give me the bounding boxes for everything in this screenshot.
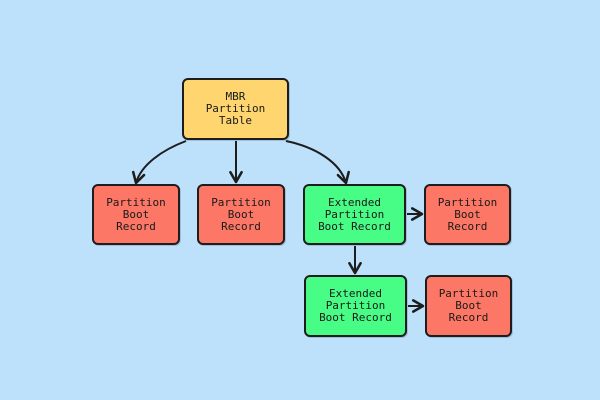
extended-partition-boot-record-label-2: Extended Partition Boot Record	[319, 287, 392, 324]
partition-boot-record-label-3: Partition Boot Record	[437, 195, 498, 233]
extended-partition-boot-record-label-1: Extended Partition Boot Record	[318, 195, 391, 233]
mbr-partition-table-node: MBR Partition Table	[182, 78, 289, 140]
partition-boot-record-node-3: Partition Boot Record	[424, 184, 511, 245]
partition-boot-record-node-1: Partition Boot Record	[92, 184, 180, 245]
partition-boot-record-label-2: Partition Boot Record	[211, 195, 271, 233]
mbr-partition-table-label: MBR Partition Table	[205, 90, 266, 127]
partition-boot-record-label-4: Partition Boot Record	[438, 287, 499, 324]
partition-boot-record-label-1: Partition Boot Record	[106, 195, 166, 233]
extended-partition-boot-record-node-2: Extended Partition Boot Record	[304, 275, 407, 337]
partition-boot-record-node-4: Partition Boot Record	[425, 275, 512, 337]
extended-partition-boot-record-node-1: Extended Partition Boot Record	[303, 184, 406, 245]
edge-mbr-to-pbr1	[131, 140, 187, 185]
edge-mbr-to-ext1	[285, 140, 350, 185]
partition-boot-record-node-2: Partition Boot Record	[197, 184, 285, 245]
